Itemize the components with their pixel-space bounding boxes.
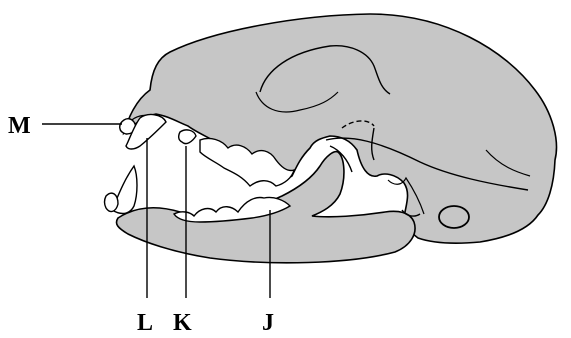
label-k: K [173,310,192,336]
label-j: J [262,310,274,336]
lower-incisor [105,193,119,211]
label-l: L [137,310,153,336]
auditory-bulla [439,206,469,228]
label-m: M [8,113,31,139]
